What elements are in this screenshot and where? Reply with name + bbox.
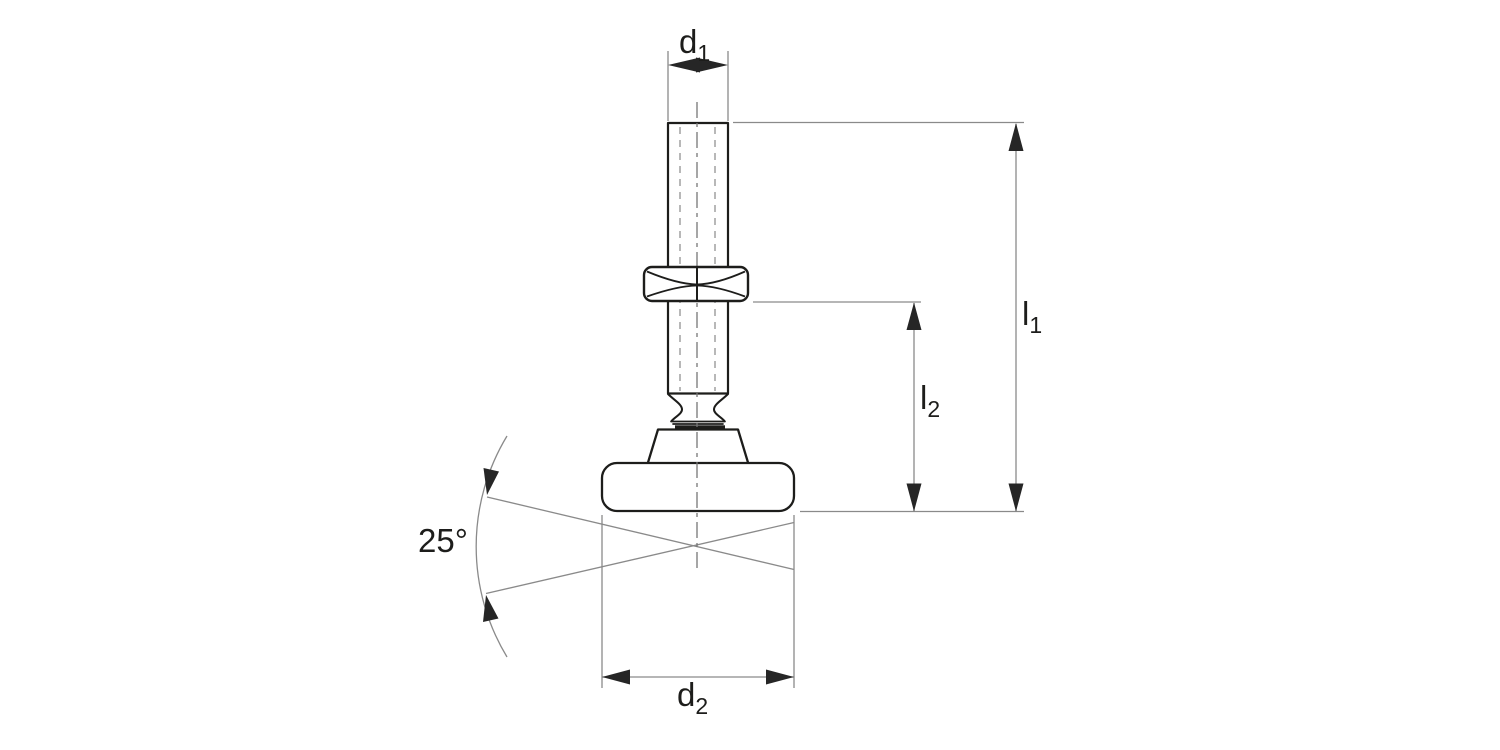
l2-arrowhead-top [906, 302, 922, 330]
angle-arrowhead-bottom [483, 595, 499, 622]
l1-label: l1 [1022, 295, 1042, 338]
l2-label: l2 [920, 379, 940, 422]
nut-chamfer-arc-bottom-right [696, 284, 746, 298]
angle-arrowhead-top [483, 468, 499, 495]
dimension-labels: d1 l1 l2 d2 25° [418, 23, 1042, 719]
tilt-angle-label: 25° [418, 522, 468, 559]
lower-part-outline [667, 393, 729, 425]
hidden-thread-lines [679, 127, 716, 391]
angle-ray-lower [485, 521, 795, 595]
d1-arrowhead-left [668, 57, 700, 73]
l2-arrowhead-bottom [906, 483, 922, 512]
dimension-lines [475, 51, 1024, 688]
d2-arrowhead-right [766, 669, 794, 685]
l1-arrowhead-top [1008, 123, 1024, 151]
socket-and-base [600, 428, 796, 513]
dimension-arrowheads [483, 57, 1024, 685]
nut-chamfer-arc-top-right [696, 270, 746, 286]
l1-arrowhead-bottom [1008, 483, 1024, 512]
ball-seat-seam [675, 425, 725, 429]
nut-chamfer-arc-top-left [646, 270, 698, 286]
d2-arrowhead-left [602, 669, 630, 685]
threaded-stud [666, 121, 730, 395]
hex-nut [642, 265, 750, 303]
part-outline [666, 121, 730, 395]
ball-neck-right [713, 393, 729, 422]
ball-neck-left [667, 393, 683, 422]
d1-label: d1 [679, 23, 710, 66]
d2-label: d2 [677, 676, 708, 719]
socket-cone [646, 428, 750, 463]
angle-arc [475, 435, 508, 658]
nut-chamfer-arc-bottom-left [646, 284, 698, 298]
base-pad [600, 461, 796, 513]
angle-ray-upper [486, 496, 795, 571]
d1-arrowhead-right [696, 57, 728, 73]
